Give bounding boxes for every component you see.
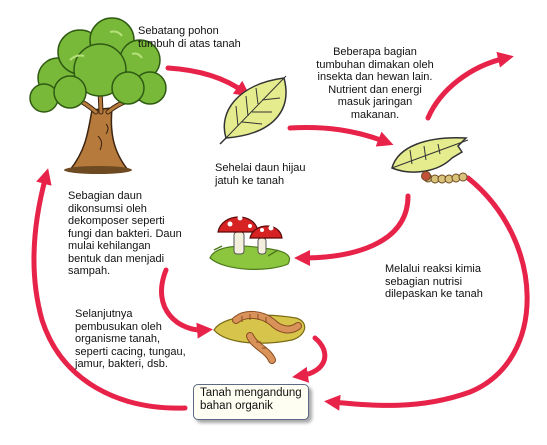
label-organisms: Selanjutnya pembusukan oleh organisme ta… <box>75 308 186 370</box>
soil-box: Tanah mengandung bahan organik <box>193 384 309 420</box>
label-leaf-fall: Sehelai daun hijau jatuh ke tanah <box>215 162 306 187</box>
arrow-soil-to-tree <box>31 168 188 411</box>
tree-icon <box>29 17 167 174</box>
arrow-eaten-up <box>425 51 514 121</box>
earthworm-icon <box>213 311 306 364</box>
arrow-leaf-to-eaten <box>287 125 394 147</box>
arrow-mushroom-to-worms <box>159 267 213 339</box>
cycle-arrows <box>31 51 530 411</box>
arrow-worms-to-soil <box>292 335 328 383</box>
label-tree: Sebatang pohon tumbuh di atas tanah <box>138 25 241 50</box>
arrow-down-to-mushroom <box>294 193 411 266</box>
label-decomposer: Sebagian daun dikonsumsi oleh dekomposer… <box>68 190 182 277</box>
arrow-tree-to-leaf <box>165 65 251 97</box>
label-nutrients: Melalui reaksi kimia sebagian nutrisi di… <box>385 263 483 300</box>
label-eaten: Beberapa bagian tumbuhan dimakan oleh in… <box>316 46 434 121</box>
leaf-icon <box>219 75 287 145</box>
arrow-right-to-soil <box>324 175 530 411</box>
label-soil: Tanah mengandung bahan organik <box>200 387 302 412</box>
eaten-leaf-with-caterpillar-icon <box>391 137 469 184</box>
mushroom-icon <box>209 215 291 270</box>
